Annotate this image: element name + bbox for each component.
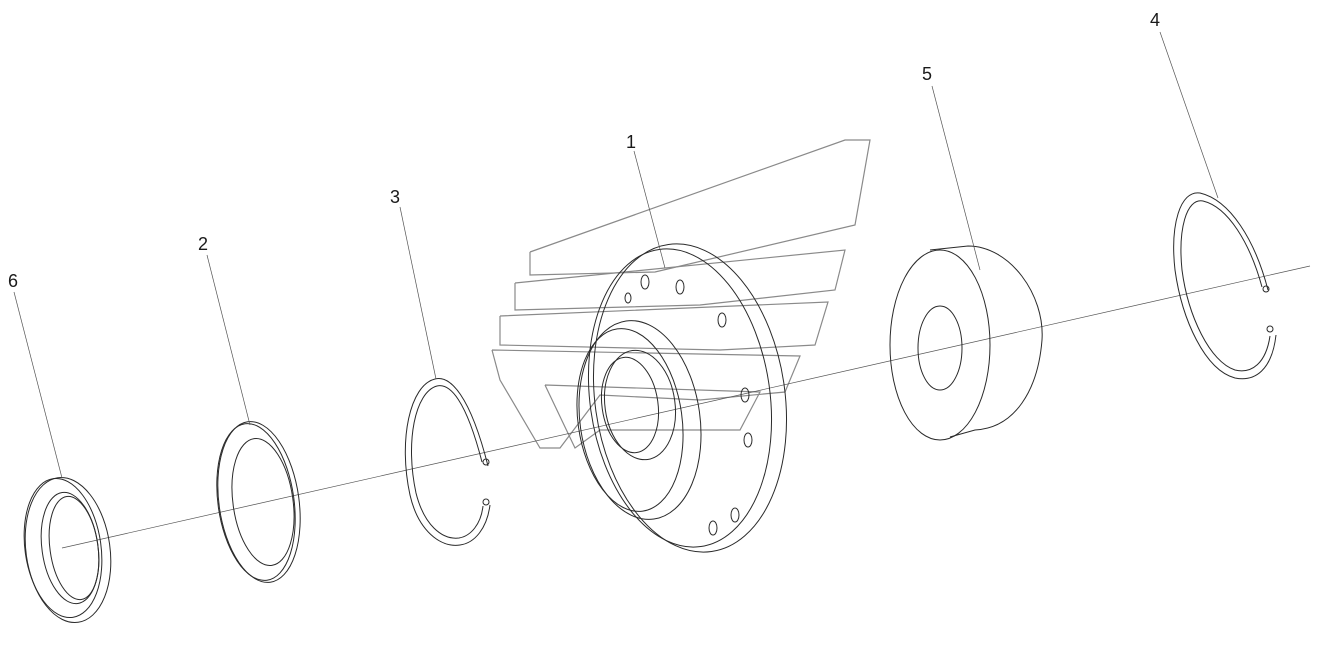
part-label-2: 2 (198, 234, 208, 254)
part-6-ring (23, 476, 112, 624)
part-label-1: 1 (626, 132, 636, 152)
part-2-washer (216, 421, 301, 583)
part-1-flanged-hub (576, 243, 788, 553)
watermark-logo (491, 139, 871, 449)
part-4-retaining-ring (1173, 192, 1277, 380)
assembly-axis (61, 265, 1311, 549)
part-5-bushing (889, 245, 1043, 441)
part-label-5: 5 (922, 64, 932, 84)
part-3-snap-ring (404, 378, 491, 546)
leader-lines (13, 31, 1219, 479)
part-label-6: 6 (8, 271, 18, 291)
part-label-3: 3 (390, 187, 400, 207)
part-label-4: 4 (1150, 10, 1160, 30)
